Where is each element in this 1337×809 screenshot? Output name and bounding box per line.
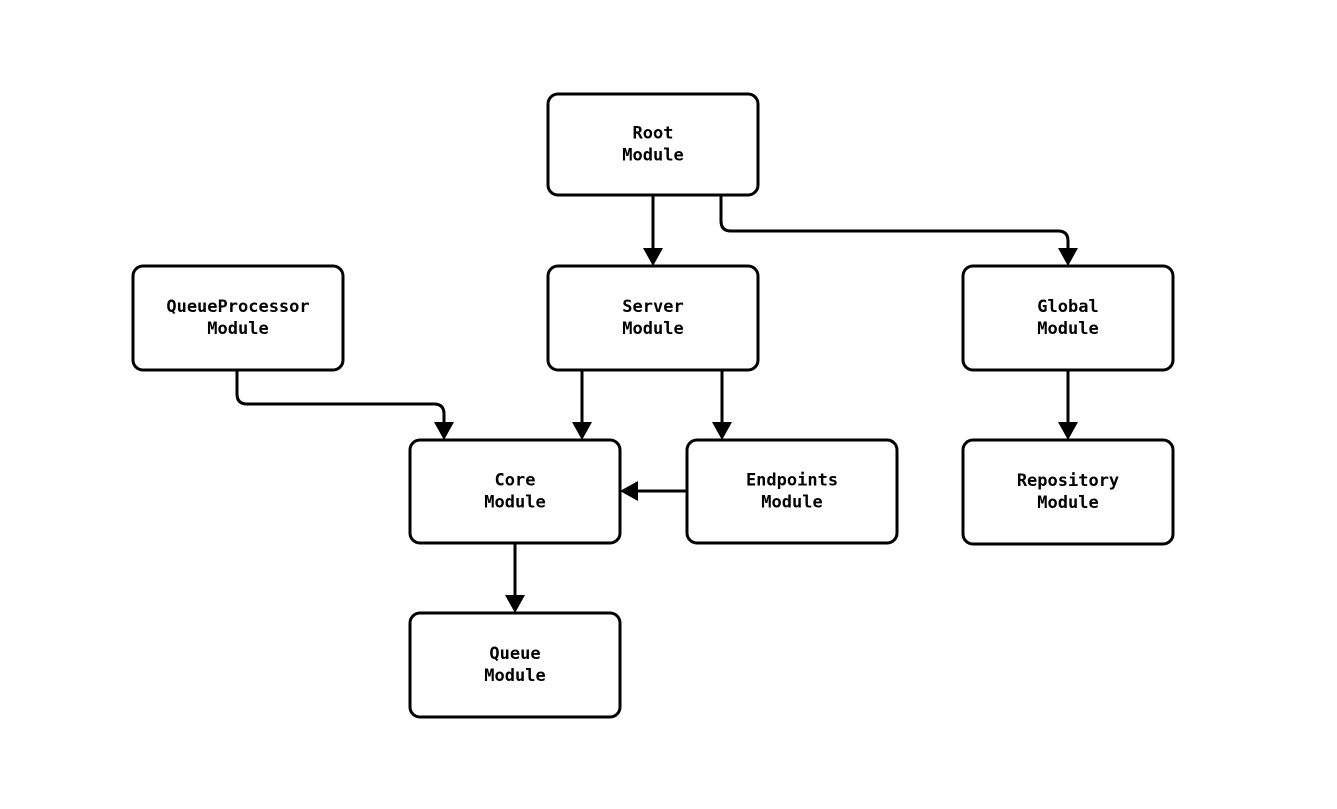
node-label-line2: Module — [622, 146, 683, 166]
edge-line — [235, 370, 446, 426]
node-label-line2: Module — [1037, 493, 1098, 513]
edge-core-to-queue: Core Module depends on Queue Module — [505, 543, 525, 613]
edge-root-to-global: Root Module depends on Global Module — [719, 195, 1078, 266]
node-box[interactable] — [131, 264, 345, 372]
node-label-line1: Server — [622, 297, 683, 317]
arrowhead-icon — [1058, 248, 1078, 266]
node-label-line1: Global — [1037, 297, 1098, 317]
edges-layer: Root Module depends on Server Module Root… — [235, 195, 1078, 613]
node-box[interactable] — [685, 438, 899, 545]
edge-queueprocessor-to-core: QueueProcessor Module depends on Core Mo… — [235, 370, 454, 440]
node-label-line1: Repository — [1017, 471, 1119, 491]
node-label-line1: Endpoints — [746, 471, 838, 491]
node-box[interactable] — [961, 438, 1175, 546]
node-label-line2: Module — [622, 319, 683, 339]
node-box[interactable] — [546, 92, 760, 197]
node-box[interactable] — [408, 438, 622, 545]
node-label-line1: Queue — [489, 644, 540, 664]
edge-global-to-repository: Global Module depends on Repository Modu… — [1058, 370, 1078, 440]
edge-root-to-server: Root Module depends on Server Module — [643, 195, 663, 266]
node-label-line2: Module — [761, 493, 822, 513]
arrowhead-icon — [1058, 422, 1078, 440]
arrowhead-icon — [620, 481, 638, 501]
arrowhead-icon — [643, 248, 663, 266]
node-box[interactable] — [961, 264, 1175, 372]
node-label-line2: Module — [1037, 319, 1098, 339]
arrowhead-icon — [712, 422, 732, 440]
edge-server-to-core: Server Module depends on Core Module — [572, 370, 592, 440]
node-label-line2: Module — [484, 666, 545, 686]
node-box[interactable] — [546, 264, 760, 372]
arrowhead-icon — [572, 422, 592, 440]
nodes-layer: RootModuleQueueProcessorModuleServerModu… — [131, 92, 1175, 719]
node-label-line1: Root — [633, 124, 674, 144]
node-label-line2: Module — [484, 493, 545, 513]
node-label-line1: Core — [495, 471, 536, 491]
edge-line — [719, 195, 1070, 252]
node-box[interactable] — [408, 611, 622, 719]
node-label-line2: Module — [207, 319, 268, 339]
edge-server-to-endpoints: Server Module depends on Endpoints Modul… — [712, 370, 732, 440]
arrowhead-icon — [434, 422, 454, 440]
edge-endpoints-to-core: Endpoints Module depends on Core Module — [620, 481, 687, 501]
node-label-line1: QueueProcessor — [166, 297, 309, 317]
arrowhead-icon — [505, 595, 525, 613]
